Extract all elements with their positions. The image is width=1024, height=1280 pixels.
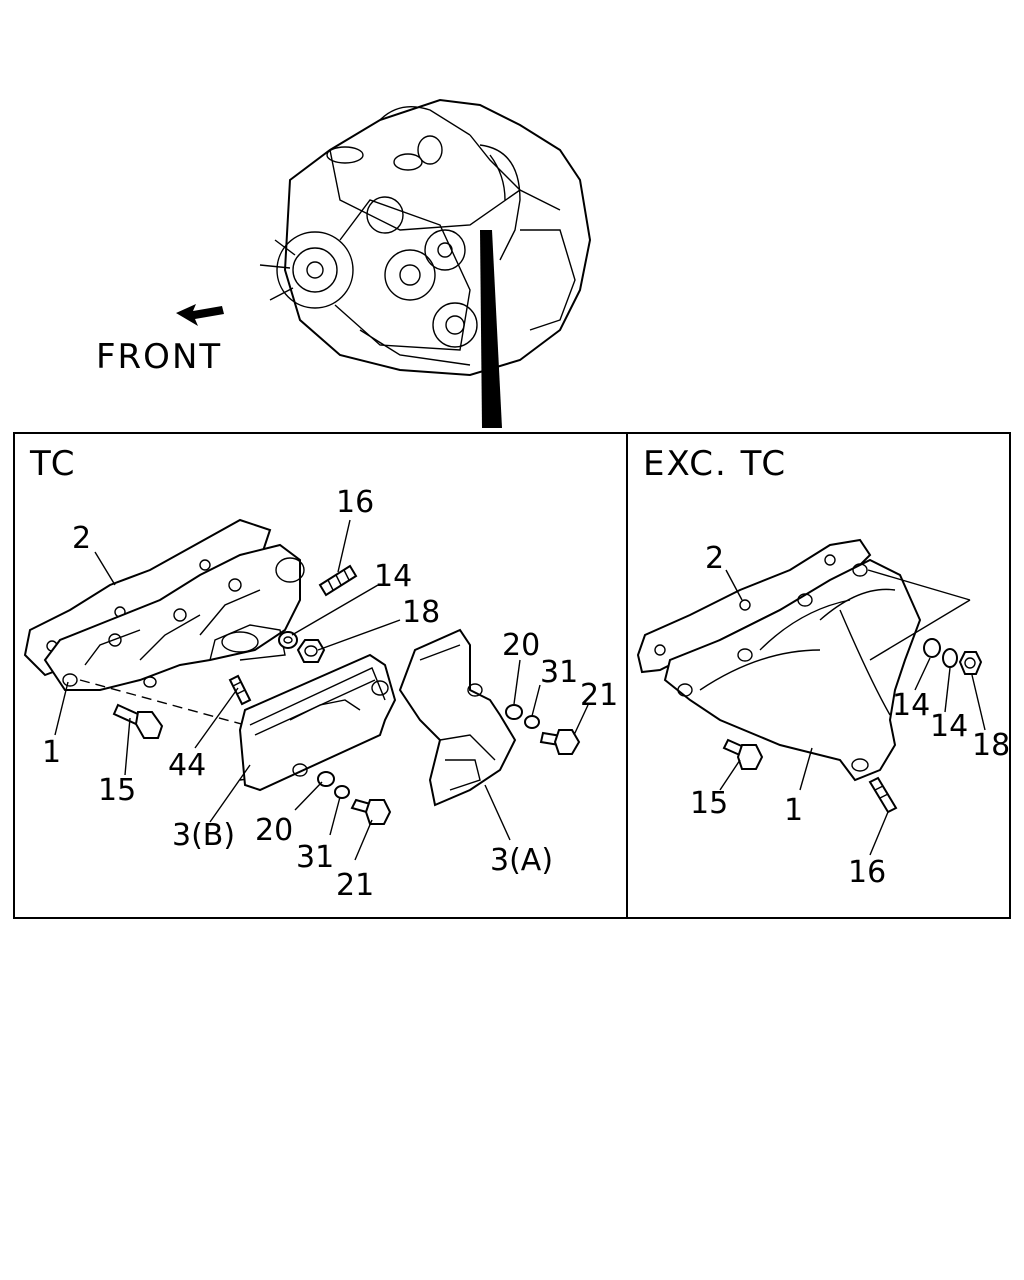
callout-21-b: 21	[336, 868, 374, 903]
callout-20-a: 20	[502, 628, 540, 663]
bolt-21-b	[350, 798, 392, 825]
callout-3b: 3(B)	[172, 818, 235, 853]
heat-shield-b-part	[238, 653, 397, 792]
callout-31-a: 31	[540, 655, 578, 690]
engine-overview	[259, 98, 592, 428]
washer-14-exc-1	[923, 638, 941, 658]
exc-tc-panel-title: EXC. TC	[643, 444, 787, 484]
bolt-21-a	[539, 729, 581, 755]
bolt-15	[112, 703, 164, 739]
bolt-15-exc	[722, 738, 764, 770]
callout-1: 1	[42, 735, 61, 770]
stud-16	[318, 564, 358, 597]
washer-14-hole	[283, 636, 293, 644]
stud-16-exc	[868, 776, 898, 814]
exc-tc-panel: EXC. TC	[636, 444, 1010, 890]
heat-shield-a-part	[398, 628, 517, 807]
washer-31-a	[524, 715, 540, 729]
callout-44: 44	[168, 748, 206, 783]
callout-18: 18	[402, 595, 440, 630]
callout-14: 14	[374, 559, 412, 594]
callout-14-exc-1: 14	[892, 688, 930, 723]
callout-15: 15	[98, 773, 136, 808]
arrow-down-left-icon	[176, 304, 224, 326]
washer-20-a	[505, 704, 523, 720]
callout-16-exc: 16	[848, 855, 886, 890]
callout-3a: 3(A)	[490, 843, 553, 878]
manifold-part	[43, 543, 301, 691]
nut-18	[296, 639, 326, 663]
callout-20-b: 20	[255, 813, 293, 848]
callout-18-exc: 18	[972, 728, 1010, 763]
manifold-part-exc	[663, 558, 922, 782]
washer-14	[278, 631, 298, 649]
callout-31-b: 31	[296, 840, 334, 875]
nut-18-exc	[958, 651, 983, 675]
callout-2-exc: 2	[705, 541, 724, 576]
callout-16: 16	[336, 485, 374, 520]
tc-panel-title: TC	[29, 444, 77, 484]
callout-14-exc-2: 14	[930, 709, 968, 744]
front-indicator: FRONT	[96, 304, 224, 377]
stud-44	[228, 674, 252, 706]
callout-21-a: 21	[580, 678, 618, 713]
washer-14-exc-2	[942, 648, 958, 668]
callout-1-exc: 1	[784, 793, 803, 828]
washer-31-b	[334, 785, 350, 799]
tc-panel: TC	[23, 444, 618, 903]
callout-15-exc: 15	[690, 786, 728, 821]
panel-frame	[13, 432, 1011, 919]
front-label: FRONT	[96, 337, 222, 377]
callout-2: 2	[72, 521, 91, 556]
